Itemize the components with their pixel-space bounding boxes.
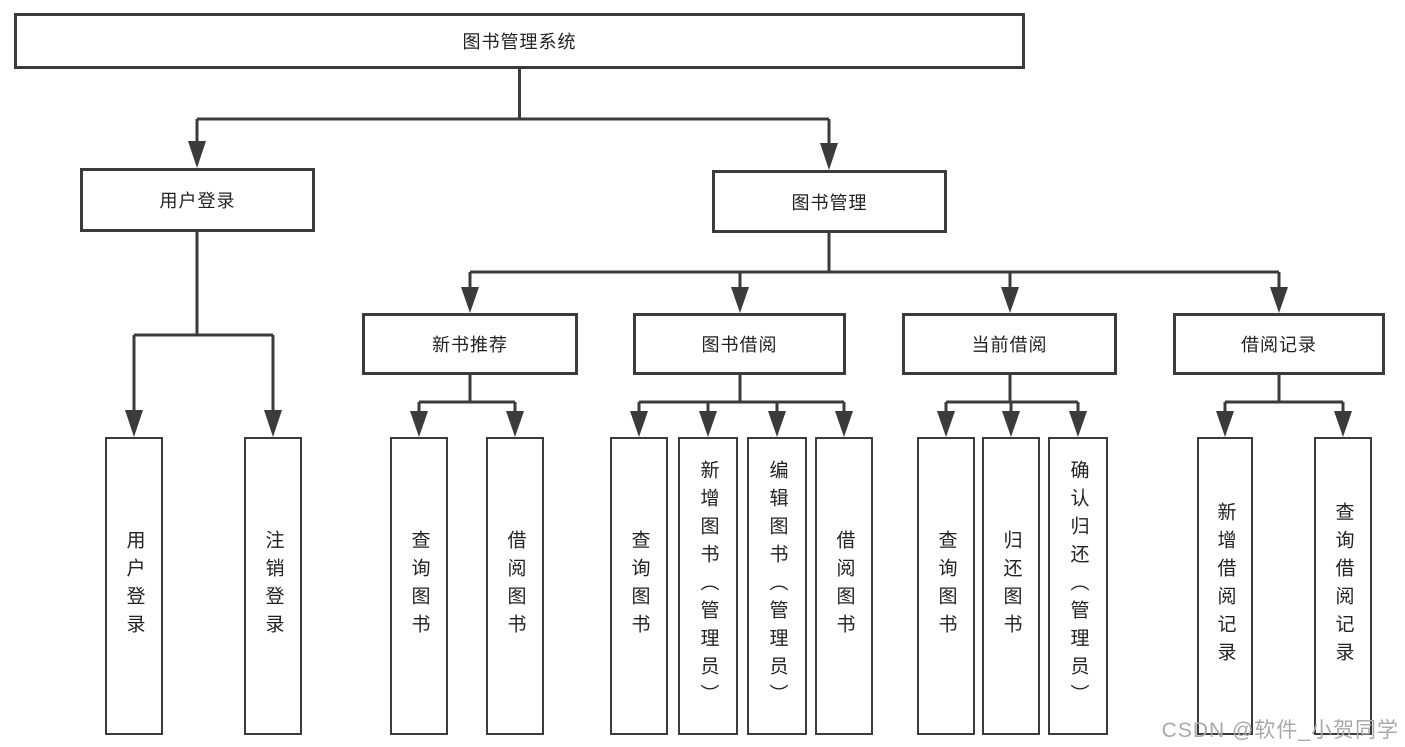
node-borrowing-records: 借阅记录 — [1173, 313, 1385, 375]
leaf-confirm-return-admin: 确认归还（管理员） — [1048, 437, 1108, 735]
leaf-label: 查询图书 — [628, 530, 650, 642]
leaf-return-books: 归还图书 — [982, 437, 1040, 735]
leaf-label: 编辑图书（管理员） — [766, 460, 788, 712]
node-label: 图书借阅 — [701, 335, 778, 355]
leaf-label: 新增图书（管理员） — [697, 460, 719, 712]
leaf-user-login: 用户登录 — [105, 437, 163, 735]
leaf-query-borrow-record: 查询借阅记录 — [1314, 437, 1372, 735]
node-label: 图书管理 — [791, 192, 868, 213]
leaf-label: 新增借阅记录 — [1214, 502, 1236, 670]
csdn-watermark: CSDN @软件_小贺同学 — [1161, 719, 1399, 742]
leaf-label: 查询借阅记录 — [1332, 502, 1354, 670]
node-label: 借阅记录 — [1241, 335, 1317, 355]
leaf-label: 确认归还（管理员） — [1067, 460, 1089, 712]
node-book-borrowing: 图书借阅 — [633, 313, 846, 375]
leaf-label: 借阅图书 — [504, 530, 526, 642]
leaf-label: 借阅图书 — [833, 530, 855, 642]
leaf-label: 注销登录 — [262, 530, 284, 642]
arrowhead-icons — [125, 141, 1352, 437]
leaf-query-books-newbooks: 查询图书 — [390, 437, 448, 735]
leaf-add-borrow-record: 新增借阅记录 — [1197, 437, 1253, 735]
leaf-logout: 注销登录 — [244, 437, 302, 735]
leaf-label: 归还图书 — [1000, 530, 1022, 642]
node-library-management-system: 图书管理系统 — [14, 13, 1025, 69]
leaf-borrow-books-newbooks: 借阅图书 — [486, 437, 544, 735]
leaf-query-books-current: 查询图书 — [917, 437, 975, 735]
node-label: 新书推荐 — [432, 335, 508, 355]
node-book-management: 图书管理 — [712, 170, 947, 233]
leaf-query-books-borrowing: 查询图书 — [610, 437, 668, 735]
leaf-borrow-books-borrowing: 借阅图书 — [815, 437, 873, 735]
node-label: 用户登录 — [159, 191, 236, 211]
leaf-label: 查询图书 — [935, 530, 957, 642]
leaf-add-books-admin: 新增图书（管理员） — [678, 437, 738, 735]
node-user-login: 用户登录 — [80, 168, 315, 232]
leaf-edit-books-admin: 编辑图书（管理员） — [747, 437, 807, 735]
node-label: 图书管理系统 — [462, 32, 577, 52]
node-current-borrowing: 当前借阅 — [902, 313, 1117, 375]
leaf-label: 查询图书 — [408, 530, 430, 642]
node-new-book-recommendation: 新书推荐 — [362, 313, 578, 375]
node-label: 当前借阅 — [971, 335, 1048, 355]
leaf-label: 用户登录 — [123, 530, 145, 642]
